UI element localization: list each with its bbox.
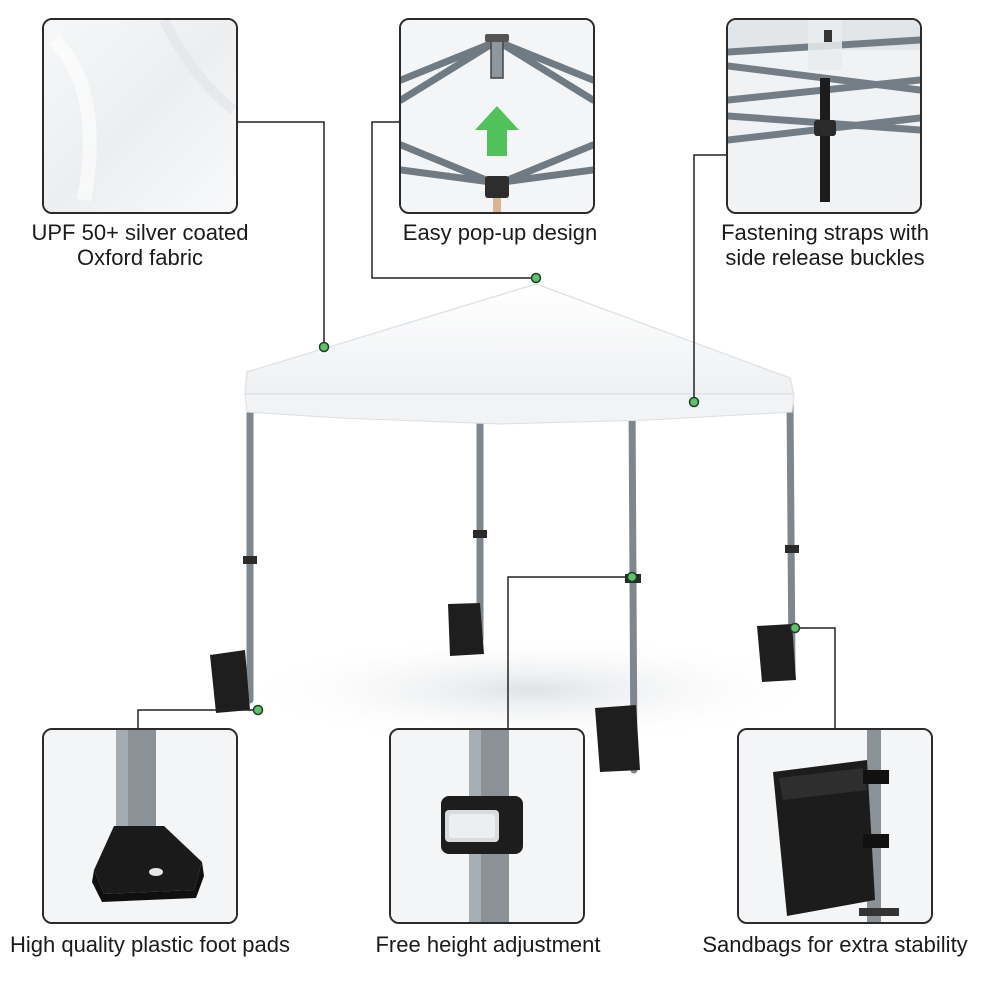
- popup-caption: Easy pop-up design: [370, 220, 630, 245]
- height-detail-panel: [389, 728, 585, 924]
- sandbag-detail-panel: [737, 728, 933, 924]
- straps-detail-panel: [726, 18, 922, 214]
- sandbag-caption-text: Sandbags for extra stability: [702, 932, 968, 957]
- straps-caption: Fastening straps with side release buckl…: [690, 220, 960, 270]
- footpad-caption-text: High quality plastic foot pads: [9, 932, 291, 957]
- sandbags: [210, 603, 796, 772]
- fabric-caption-line1: UPF 50+ silver coated: [31, 220, 249, 245]
- callout-lines: [137, 121, 836, 728]
- canopy-valance: [244, 393, 795, 425]
- ground-shadow: [230, 635, 830, 745]
- fabric-texture-image: [44, 20, 236, 212]
- straps-caption-line1: Fastening straps with: [721, 220, 929, 245]
- fabric-caption: UPF 50+ silver coated Oxford fabric: [10, 220, 270, 270]
- popup-caption-text: Easy pop-up design: [402, 220, 598, 245]
- popup-detail-panel: [399, 18, 595, 214]
- canopy-roof: [244, 283, 795, 395]
- leg-clamps: [243, 530, 799, 583]
- up-arrow-icon: [475, 106, 519, 156]
- height-caption-text: Free height adjustment: [375, 932, 601, 957]
- fabric-detail-panel: [42, 18, 238, 214]
- sandbag-image: [739, 730, 931, 922]
- footpad-caption: High quality plastic foot pads: [0, 932, 300, 957]
- straps-image: [728, 20, 920, 212]
- straps-caption-line2: side release buckles: [725, 245, 925, 270]
- footpad-detail-panel: [42, 728, 238, 924]
- callout-dots: [252, 272, 801, 716]
- footpad-image: [44, 730, 236, 922]
- sandbag-caption: Sandbags for extra stability: [680, 932, 990, 957]
- height-caption: Free height adjustment: [358, 932, 618, 957]
- fabric-caption-line2: Oxford fabric: [77, 245, 203, 270]
- buckle-icon: [814, 120, 836, 136]
- height-adjust-image: [391, 730, 583, 922]
- popup-frame-image: [401, 20, 593, 212]
